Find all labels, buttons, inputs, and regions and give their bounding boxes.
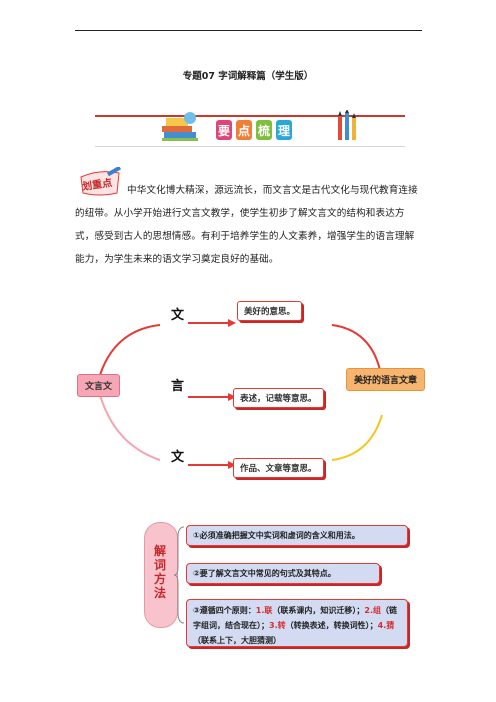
method-oval xyxy=(144,522,178,628)
method-label: 解词方法 xyxy=(153,544,166,600)
banner-char: 要 xyxy=(216,120,232,140)
books-icon xyxy=(162,112,198,141)
meaning-box-3: 作品、文章等意思。 xyxy=(233,458,324,478)
banner-rule-bottom xyxy=(95,146,405,147)
arc-bottom-right xyxy=(331,414,383,461)
diagram-char-1: 文 xyxy=(171,308,185,323)
concept-diagram xyxy=(99,319,383,469)
method-item-3: ③遵循四个原则：1.联（联系课内，知识迁移）；2.组（链字组词，结合现在）；3.… xyxy=(186,599,408,647)
banner-char: 点 xyxy=(236,120,252,140)
meaning-box-1: 美好的意思。 xyxy=(237,301,303,321)
arc-bottom-left xyxy=(99,394,161,461)
diagram-char-3: 文 xyxy=(171,450,185,465)
principle-4-key: 4.猜 xyxy=(377,621,395,630)
principle-3-desc: （转换表述，转换词性）； xyxy=(285,621,378,630)
banner-char: 理 xyxy=(276,120,292,140)
principle-1-key: 1.联 xyxy=(255,606,273,615)
pencils-icon xyxy=(338,110,356,140)
banner-title: 要 点 梳 理 xyxy=(216,120,292,140)
principle-3-key: 3.转 xyxy=(269,621,286,630)
principle-2-desc: （链字组词，结合现在）； xyxy=(193,606,397,630)
page-title: 专题07 字词解释篇（学生版） xyxy=(182,71,314,82)
method-item-1: ①必须准确把握文中实词和虚词的含义和用法。 xyxy=(186,525,408,546)
principle-2-key: 2.组 xyxy=(364,606,381,615)
arc-top-left xyxy=(99,324,161,376)
banner-rule-top xyxy=(95,115,405,117)
banner-char: 梳 xyxy=(256,120,272,140)
focus-badge-icon xyxy=(80,167,122,196)
header-rule xyxy=(75,30,422,31)
meaning-box-2: 表述，记载等意思。 xyxy=(233,388,324,408)
diagram-char-2: 言 xyxy=(171,379,185,394)
left-concept-box: 文言文 xyxy=(77,374,121,397)
intro-paragraph: 中华文化博大精深，源远流长，而文言文是古代文化与现代教育连接的纽带。从小学开始进… xyxy=(75,185,418,265)
principle-4-desc: （联系上下，大胆猜测） xyxy=(193,636,281,645)
principle-1-desc: （联系课内，知识迁移）； xyxy=(272,606,365,615)
brace-icon xyxy=(174,526,185,624)
arc-top-right xyxy=(331,324,381,371)
right-concept-box: 美好的语言文章 xyxy=(346,368,426,391)
principles-intro: ③遵循四个原则： xyxy=(193,606,256,615)
method-item-2: ②要了解文言文中常见的句式及其特点。 xyxy=(186,563,380,584)
